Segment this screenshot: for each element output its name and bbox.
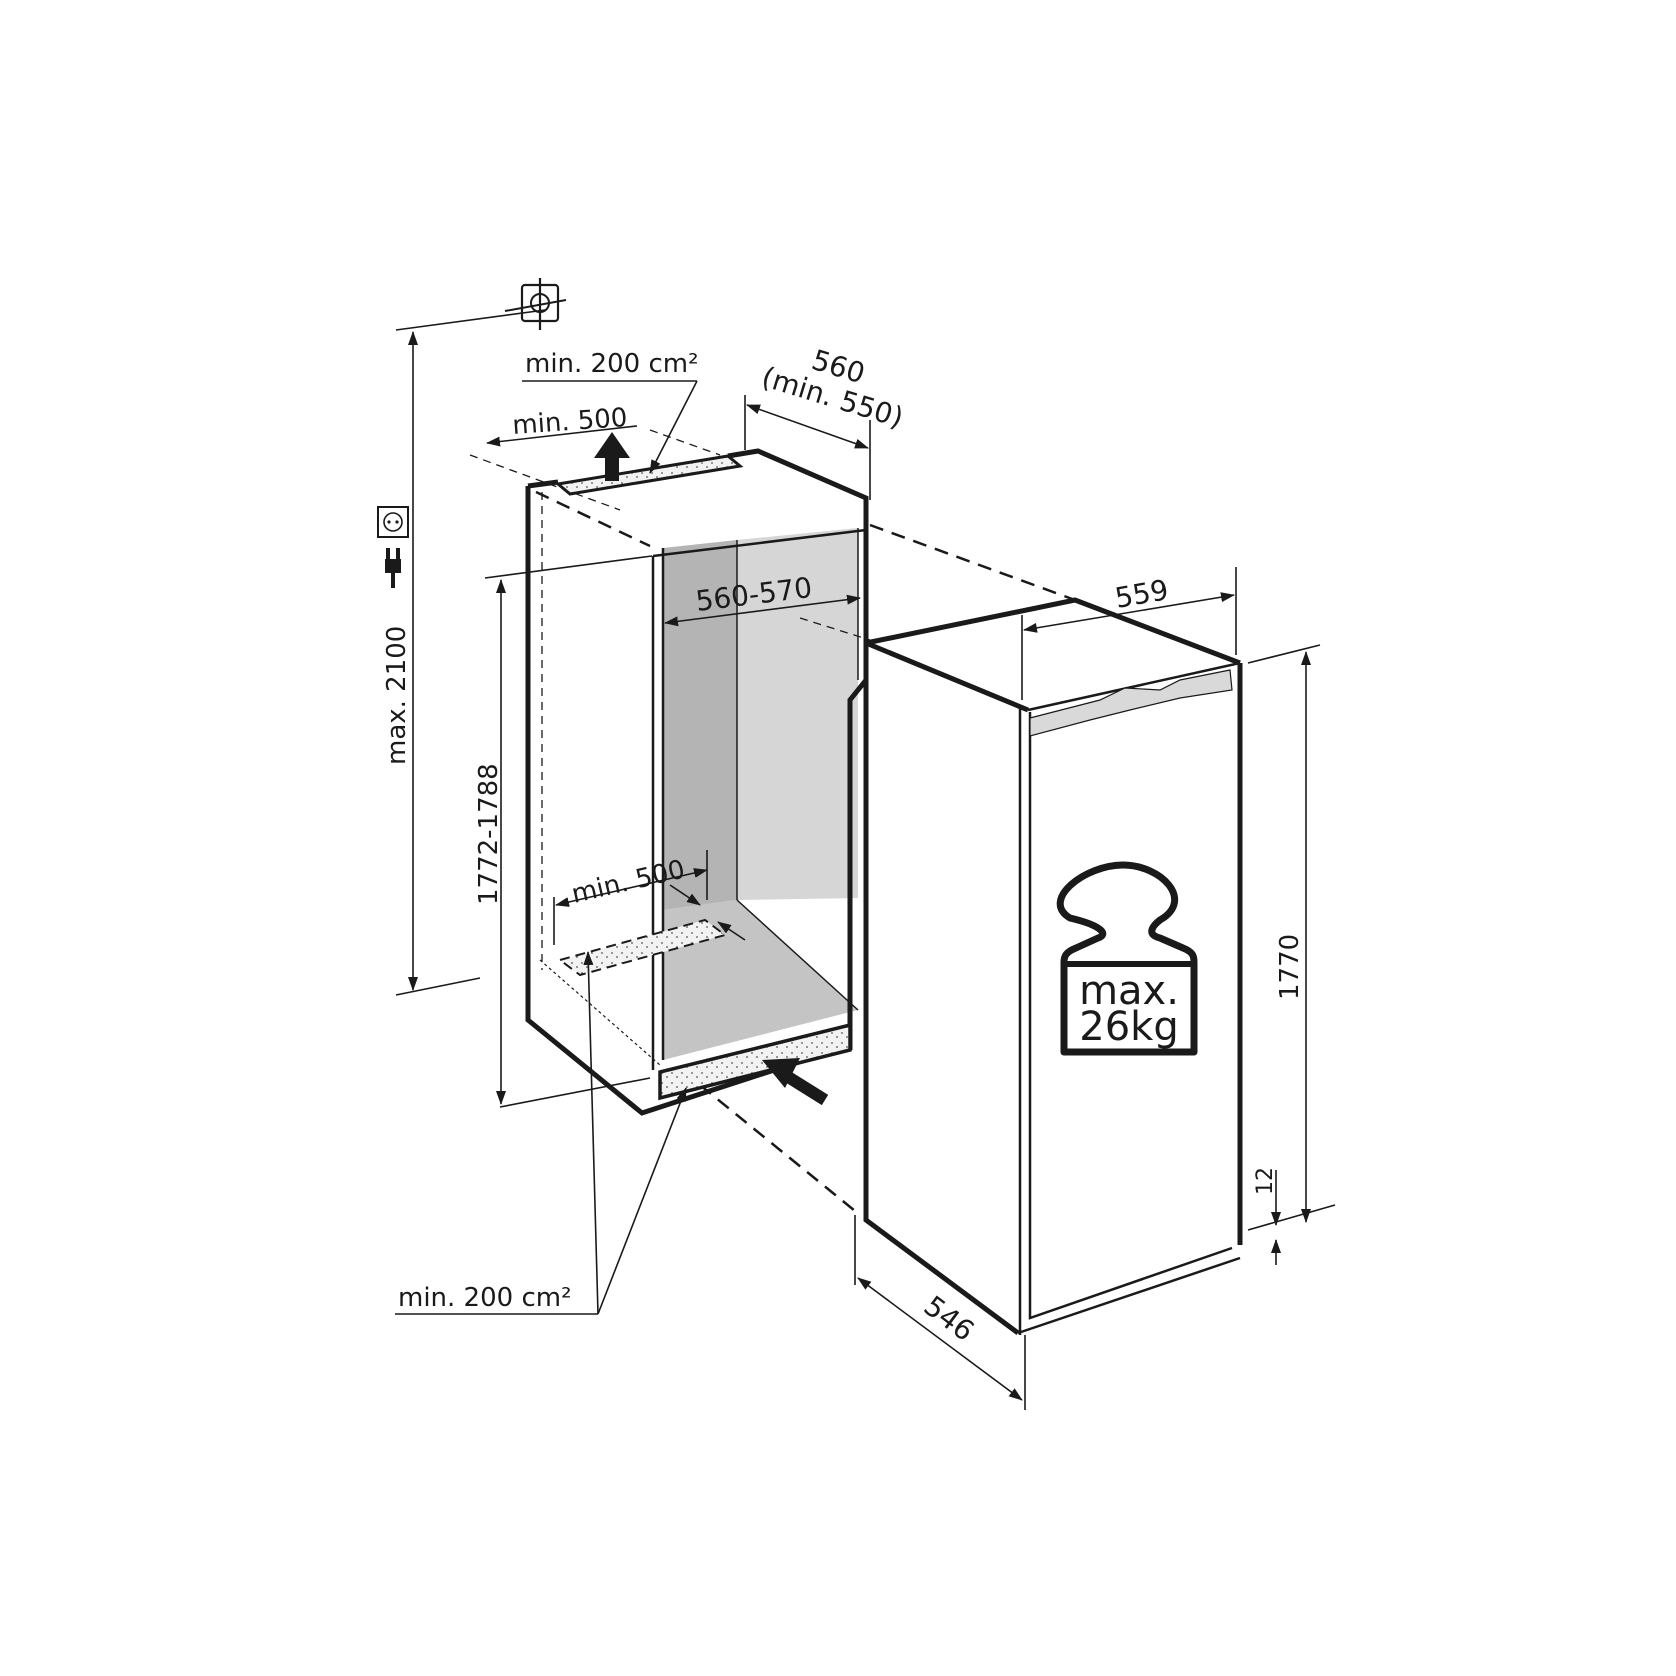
bottom-vent-plinth bbox=[658, 1022, 852, 1101]
dimension-bottom-vent-area: min. 200 cm² bbox=[395, 951, 687, 1315]
appliance-width-label: 559 bbox=[1112, 573, 1170, 615]
niche-side-wall bbox=[663, 540, 737, 910]
door-load-max-label: max. bbox=[1079, 968, 1179, 1014]
dimension-max-2100: max. 2100 bbox=[382, 309, 546, 996]
bottom-offset-label: 12 bbox=[1253, 1167, 1278, 1195]
max-height-label: max. 2100 bbox=[382, 626, 412, 765]
dimension-top-vent: min. 200 cm² min. 500 bbox=[486, 349, 699, 474]
dimension-appliance-depth: 546 bbox=[854, 1215, 1026, 1410]
appliance bbox=[863, 597, 1243, 1336]
bottom-inner-vent bbox=[557, 918, 728, 977]
niche-height-label: 1772-1788 bbox=[474, 763, 504, 905]
power-plug-icon bbox=[385, 548, 401, 588]
niche-floor bbox=[663, 900, 858, 1060]
power-socket-icon bbox=[377, 506, 409, 538]
levelling-crosshair-icon bbox=[504, 278, 567, 330]
airflow-up-arrow-icon bbox=[594, 432, 630, 481]
door-load-value-label: 26kg bbox=[1079, 1004, 1178, 1050]
weight-icon: max. 26kg bbox=[1056, 861, 1198, 1056]
dimension-niche-depth: 560 (min. 550) bbox=[744, 343, 907, 500]
bottom-vent-area-label: min. 200 cm² bbox=[398, 1283, 572, 1313]
dimension-bottom-offset: 12 bbox=[1253, 1167, 1281, 1265]
dimension-niche-height: 1772-1788 bbox=[474, 555, 653, 1108]
airflow-in-arrow-icon bbox=[762, 1058, 829, 1106]
appliance-height-label: 1770 bbox=[1275, 934, 1305, 1000]
dimension-appliance-width: 559 bbox=[1021, 567, 1237, 700]
dimension-appliance-height: 1770 bbox=[1247, 644, 1336, 1231]
top-vent-grille bbox=[554, 454, 744, 496]
control-panel bbox=[1029, 669, 1233, 737]
niche-cabinet bbox=[469, 429, 1076, 1216]
top-vent-area-label: min. 200 cm² bbox=[525, 349, 699, 379]
